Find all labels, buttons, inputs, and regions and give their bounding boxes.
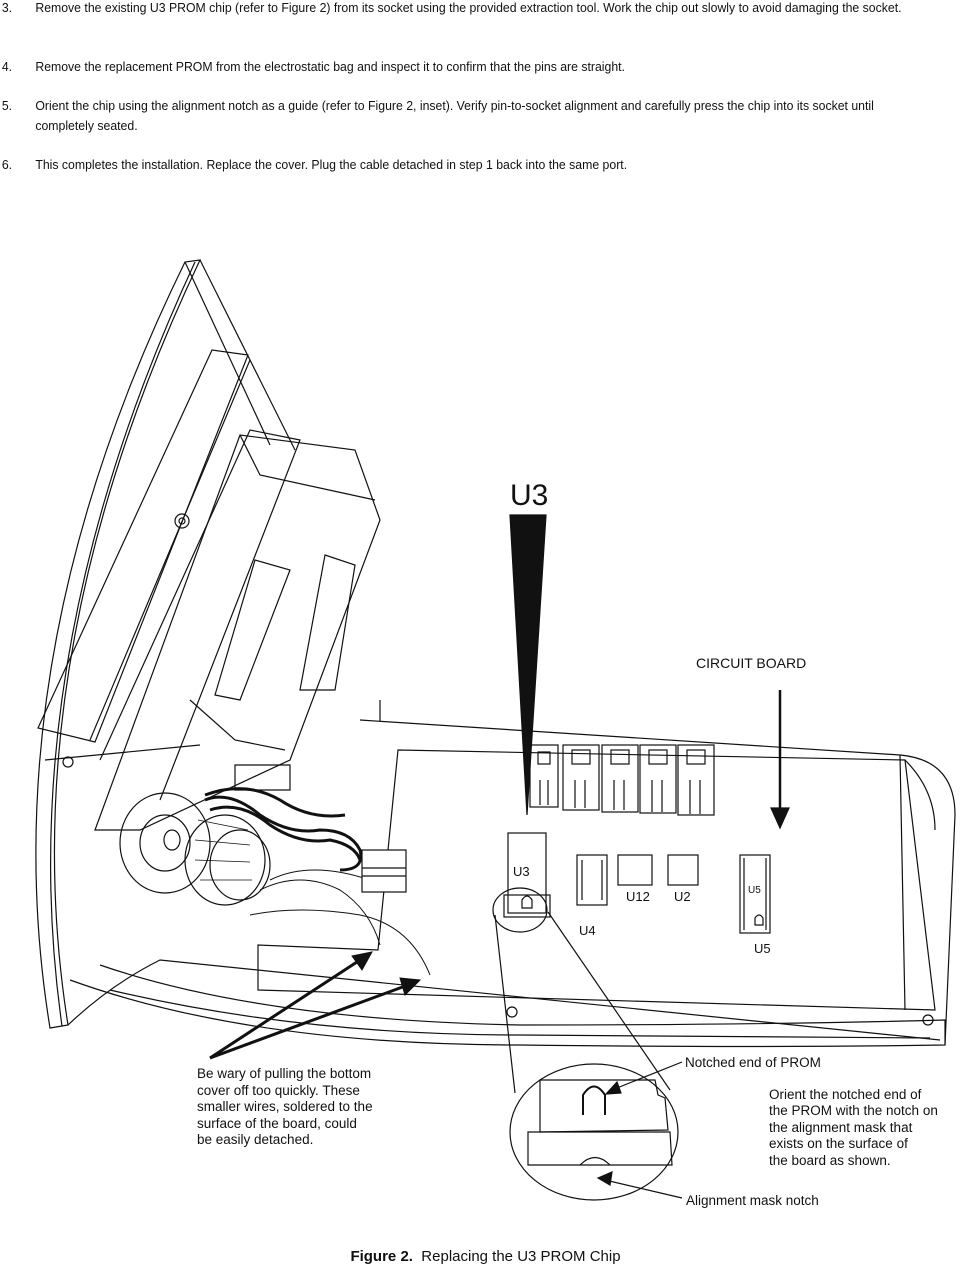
prom-replacement-diagram: U3 CIRCUIT BOARD U3 U12 U2 U4 U5 U5 Be w… — [35, 259, 956, 1208]
figure-caption: Figure 2. Replacing the U3 PROM Chip — [0, 1248, 971, 1265]
alignment-notch-label: Alignment mask notch — [686, 1193, 819, 1208]
orient-line: the board as shown. — [769, 1153, 891, 1168]
circuit-board — [62, 749, 936, 1026]
step-number: 3. — [1, 0, 13, 15]
chip-u4-label: U4 — [579, 923, 596, 938]
chip-u2-label: U2 — [674, 889, 691, 904]
orient-line: exists on the surface of — [769, 1136, 908, 1151]
circuit-board-label: CIRCUIT BOARD — [696, 655, 806, 671]
warning-line: smaller wires, soldered to the — [197, 1099, 373, 1114]
step-text: Remove the replacement PROM from the ele… — [35, 59, 625, 74]
step-number: 5. — [1, 98, 13, 113]
chip-u3 — [503, 832, 551, 918]
base-housing — [69, 700, 956, 1048]
step-number: 6. — [1, 157, 13, 172]
u3-callout-label: U3 — [510, 479, 548, 512]
step-text: This completes the installation. Replace… — [35, 157, 628, 172]
wire-warning-note: Be wary of pulling the bottom cover off … — [197, 1066, 373, 1147]
warning-arrows — [209, 951, 422, 1060]
warning-line: Be wary of pulling the bottom — [197, 1066, 371, 1081]
chip-u12 — [617, 854, 653, 886]
circuit-board-arrow — [770, 690, 790, 830]
thin-wires — [249, 869, 431, 976]
orient-line: the PROM with the notch on — [769, 1103, 938, 1118]
port-row — [529, 744, 715, 816]
wire-bundle — [204, 787, 363, 872]
notch-arrows — [596, 1061, 683, 1199]
u3-pointer — [509, 514, 547, 816]
step-text: Remove the existing U3 PROM chip (refer … — [35, 0, 902, 15]
warning-line: be easily detached. — [197, 1132, 313, 1147]
warning-line: cover off too quickly. These — [197, 1083, 360, 1098]
chip-u5 — [739, 854, 771, 934]
top-cover — [35, 259, 941, 1041]
orient-note: Orient the notched end of the PROM with … — [769, 1087, 938, 1168]
chip-u3-label: U3 — [513, 864, 530, 879]
step-number: 4. — [1, 59, 13, 74]
chip-u5-label: U5 — [754, 941, 771, 956]
chip-u12-label: U12 — [626, 889, 650, 904]
step-text: Orient the chip using the alignment notc… — [35, 98, 874, 133]
cable-knob — [119, 792, 271, 906]
notched-end-label: Notched end of PROM — [685, 1055, 821, 1070]
figure-title: Replacing the U3 PROM Chip — [421, 1248, 621, 1265]
orient-line: the alignment mask that — [769, 1120, 913, 1135]
warning-line: surface of the board, could — [197, 1116, 357, 1131]
chip-u5-print: U5 — [748, 885, 761, 896]
orient-line: Orient the notched end of — [769, 1087, 922, 1102]
figure-number: Figure 2. — [350, 1248, 413, 1265]
connector — [361, 849, 407, 893]
chip-u4 — [576, 854, 608, 906]
chip-u2 — [667, 854, 699, 886]
inset-callout — [492, 887, 679, 1201]
